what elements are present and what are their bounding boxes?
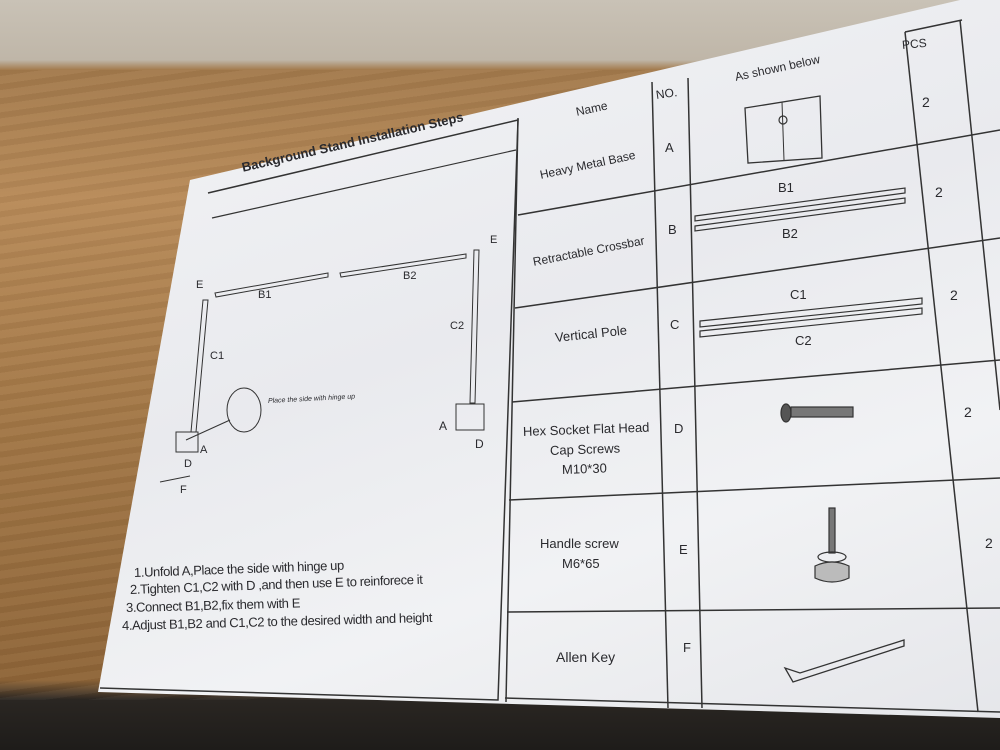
table-col-line [959, 19, 1000, 411]
table-col-line [904, 31, 979, 713]
header-no: NO. [655, 85, 679, 102]
table-row-line [504, 697, 1000, 713]
header-pcs: PCS [901, 35, 928, 52]
table-col-line [687, 77, 703, 709]
diagram-label-d-right: D [475, 437, 484, 451]
crossbar-drawing [694, 187, 906, 232]
table-row-line [514, 237, 1000, 309]
diagram-label-a-right: A [439, 419, 448, 433]
stand-diagram [159, 249, 485, 483]
diagram-label-e-left: E [196, 279, 204, 291]
diagram-label-f: F [180, 484, 187, 496]
cap-screw-drawing [780, 403, 854, 423]
row-c-label-c2: C2 [795, 333, 812, 348]
table-row-line [511, 359, 1000, 403]
table-row-line [904, 19, 963, 33]
diagram-label-b2: B2 [403, 270, 417, 282]
row-e-name-line2: M6*65 [562, 556, 600, 571]
table-row-line [508, 477, 1000, 501]
diagram-label-b1: B1 [258, 289, 272, 301]
diagram-label-a-left: A [200, 444, 208, 456]
row-c-no: C [670, 317, 680, 332]
row-d-no: D [674, 421, 684, 436]
row-e-name-line1: Handle screw [540, 536, 619, 551]
row-b-pcs: 2 [935, 184, 943, 200]
row-d-name-line3: M10*30 [561, 460, 608, 477]
metal-base-drawing [744, 95, 823, 164]
title-underline [211, 149, 517, 219]
row-f-no: F [683, 640, 691, 655]
table-row-line [517, 129, 1000, 216]
row-c-label-c1: C1 [790, 287, 807, 302]
left-panel-border [99, 119, 519, 701]
table-col-line [505, 117, 519, 703]
handle-screw-drawing [814, 507, 850, 583]
table-row-line [506, 607, 1000, 613]
diagram-label-c1: C1 [210, 350, 225, 362]
row-c-pcs: 2 [950, 287, 958, 303]
vertical-pole-drawing [699, 297, 923, 338]
row-b-label-b2: B2 [782, 226, 798, 241]
row-d-pcs: 2 [964, 404, 972, 420]
row-a-pcs: 2 [922, 94, 930, 110]
row-d-name-line2: Cap Screws [549, 440, 621, 458]
row-f-name: Allen Key [556, 649, 616, 665]
row-b-label-b1: B1 [778, 180, 794, 195]
row-a-no: A [665, 140, 674, 155]
diagram-label-c2: C2 [450, 320, 465, 332]
row-e-no: E [679, 542, 688, 557]
row-b-no: B [668, 222, 677, 237]
diagram-label-d-left: D [184, 458, 192, 470]
diagram-label-e-right: E [490, 234, 498, 246]
row-e-pcs: 2 [985, 535, 993, 551]
table-col-line [651, 81, 669, 709]
allen-key-drawing [783, 639, 905, 683]
